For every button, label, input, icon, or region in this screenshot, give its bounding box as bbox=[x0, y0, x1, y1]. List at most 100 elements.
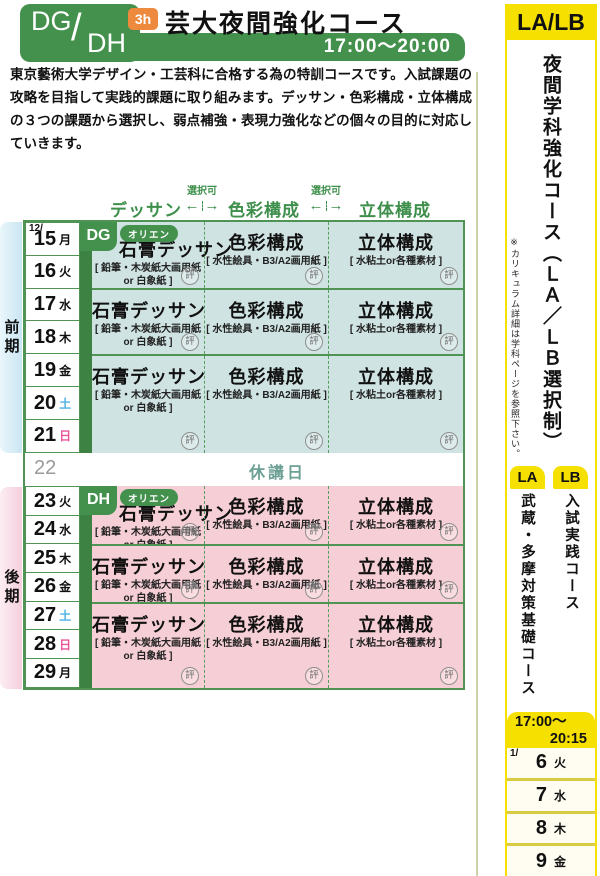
evaluation-mark: 評 bbox=[305, 333, 323, 351]
solid-cell: 立体構成 [ 水粘土or各種素材 ] 評 bbox=[328, 356, 463, 453]
evaluation-mark: 評 bbox=[440, 667, 458, 685]
closed-day-number: 22 bbox=[34, 457, 57, 479]
lb-course-name: 入試実践コース bbox=[563, 493, 579, 612]
course-code-slash: / bbox=[71, 7, 82, 49]
solid-cell: 立体構成 [ 水粘土or各種素材 ] 評 bbox=[328, 486, 463, 544]
solid-cell: 立体構成 [ 水粘土or各種素材 ] 評 bbox=[328, 546, 463, 602]
solid-cell: 立体構成 [ 水粘土or各種素材 ] 評 bbox=[328, 222, 463, 288]
color-cell: 色彩構成 [ 水性絵具・B3/A2画用紙 ] 評 bbox=[204, 604, 328, 688]
closed-day-label: 休講日 bbox=[248, 465, 306, 482]
sidebar: LA/LB 夜間学科強化コース（ＬＡ／ＬＢ選択制） ※カリキュラム詳細は学科ペー… bbox=[505, 4, 597, 876]
selectable-label: 選択可 bbox=[311, 186, 341, 197]
color-cell: 色彩構成 [ 水性絵具・B3/A2画用紙 ] 評 bbox=[204, 546, 328, 602]
solid-cell: 立体構成 [ 水粘土or各種素材 ] 評 bbox=[328, 604, 463, 688]
closed-day-row: 22 休講日 bbox=[25, 453, 463, 486]
first-period-label: 前期 bbox=[2, 318, 20, 357]
green-separator-bar bbox=[80, 486, 92, 688]
solid-cell: 立体構成 [ 水粘土or各種素材 ] 評 bbox=[328, 290, 463, 354]
evaluation-mark: 評 bbox=[305, 667, 323, 685]
color-cell: 色彩構成 [ 水性絵具・B3/A2画用紙 ] 評 bbox=[204, 290, 328, 354]
second-period-strip: 後期 bbox=[0, 487, 22, 689]
course-time: 17:00～20:00 bbox=[100, 33, 465, 61]
evaluation-mark: 評 bbox=[181, 267, 199, 285]
evaluation-mark: 評 bbox=[181, 523, 199, 541]
evaluation-mark: 評 bbox=[305, 523, 323, 541]
month-prefix: 12/ bbox=[29, 223, 43, 234]
color-cell: 色彩構成 [ 水性絵具・B3/A2画用紙 ] 評 bbox=[204, 356, 328, 453]
course-code-dh: DH bbox=[87, 28, 126, 58]
orientation-badge: オリエン bbox=[120, 225, 179, 242]
column-header-color: 色彩構成 bbox=[228, 201, 300, 220]
column-header-dessin: デッサン bbox=[110, 201, 182, 220]
evaluation-mark: 評 bbox=[440, 581, 458, 599]
evaluation-mark: 評 bbox=[440, 432, 458, 450]
evaluation-mark: 評 bbox=[440, 333, 458, 351]
swap-arrow-icon: ←→ bbox=[308, 197, 344, 214]
evaluation-mark: 評 bbox=[440, 523, 458, 541]
course-code-badge: DG / DH bbox=[20, 4, 140, 62]
evaluation-mark: 評 bbox=[305, 581, 323, 599]
sidebar-course-title: 夜間学科強化コース（ＬＡ／ＬＢ選択制） bbox=[540, 54, 561, 453]
sidebar-course-code: LA/LB bbox=[505, 4, 597, 40]
swap-arrow-icon: ←→ bbox=[184, 197, 220, 214]
color-cell: 色彩構成 [ 水性絵具・B3/A2画用紙 ] 評 bbox=[204, 222, 328, 288]
evaluation-mark: 評 bbox=[305, 432, 323, 450]
evaluation-mark: 評 bbox=[305, 267, 323, 285]
vertical-divider bbox=[476, 72, 478, 876]
second-period-label: 後期 bbox=[2, 569, 20, 607]
la-badge: LA bbox=[510, 466, 545, 489]
month-prefix: 1/ bbox=[510, 748, 519, 759]
evaluation-mark: 評 bbox=[440, 267, 458, 285]
dg-tab-badge: DG bbox=[80, 222, 117, 251]
evaluation-mark: 評 bbox=[181, 581, 199, 599]
sidebar-note: ※カリキュラム詳細は学科ページを参照下さい。 bbox=[510, 238, 520, 459]
sidebar-time-box: 17:00～ 20:15 bbox=[507, 712, 595, 748]
green-separator-bar bbox=[80, 222, 92, 453]
evaluation-mark: 評 bbox=[181, 432, 199, 450]
la-course-name: 武蔵・多摩対策基礎コース bbox=[519, 493, 535, 697]
selectable-indicator: 選択可 ←→ bbox=[294, 182, 358, 215]
lb-badge: LB bbox=[553, 466, 588, 489]
dh-tab-badge: DH bbox=[80, 486, 117, 515]
orientation-badge: オリエン bbox=[120, 489, 179, 506]
sidebar-body: 夜間学科強化コース（ＬＡ／ＬＢ選択制） ※カリキュラム詳細は学科ページを参照下さ… bbox=[505, 40, 597, 876]
course-code-dg: DG bbox=[31, 6, 72, 36]
color-cell: 色彩構成 [ 水性絵具・B3/A2画用紙 ] 評 bbox=[204, 486, 328, 544]
evaluation-mark: 評 bbox=[181, 667, 199, 685]
selectable-indicator: 選択可 ←→ bbox=[170, 182, 234, 215]
